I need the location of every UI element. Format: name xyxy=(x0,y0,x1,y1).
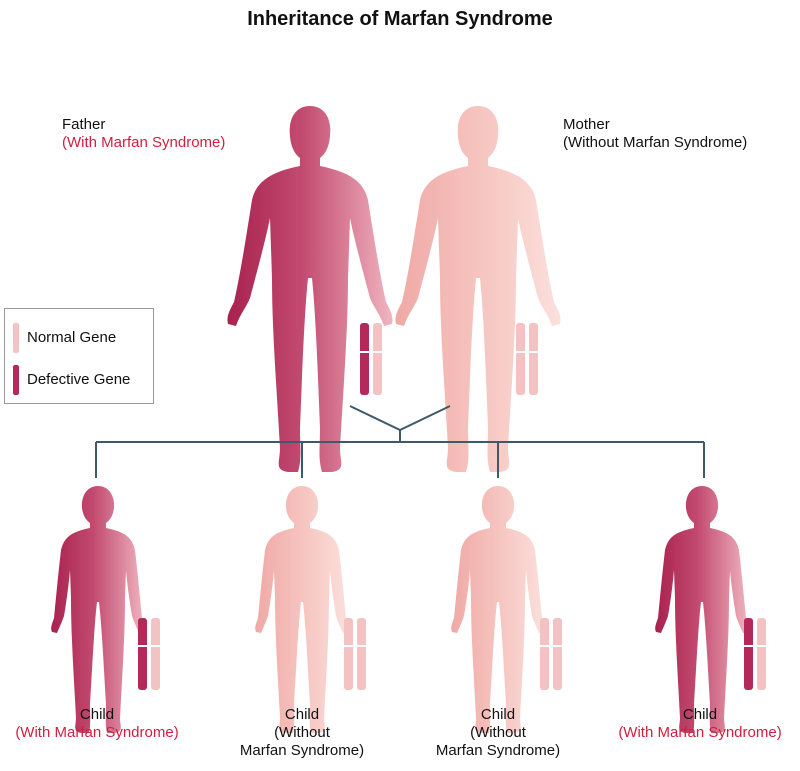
child-2-status-line2: Marfan Syndrome) xyxy=(239,742,365,759)
child-1-name: Child xyxy=(79,706,115,723)
mother-status: (Without Marfan Syndrome) xyxy=(563,134,748,151)
child-2-chromosomes xyxy=(344,618,366,690)
father-label: Father (With Marfan Syndrome) xyxy=(62,116,225,152)
child-4-status: (With Marfan Syndrome) xyxy=(618,724,782,741)
child-3-status-line2: Marfan Syndrome) xyxy=(435,742,561,759)
mother-name: Mother xyxy=(563,116,610,133)
child-4-chromosomes xyxy=(744,618,766,690)
child-2-status-line1: (Without xyxy=(274,724,330,741)
child-1-figure xyxy=(51,486,145,733)
child-3-figure xyxy=(451,486,545,733)
father-figure xyxy=(227,106,393,472)
child-3-label: Child (Without Marfan Syndrome) xyxy=(396,706,600,760)
child-4-name: Child xyxy=(682,706,718,723)
father-chromosomes xyxy=(360,323,382,395)
normal-gene-swatch xyxy=(13,323,19,353)
mother-figure xyxy=(395,106,561,472)
mother-chromosomes xyxy=(516,323,538,395)
inheritance-connector xyxy=(95,405,705,478)
normal-gene-label: Normal Gene xyxy=(27,329,117,346)
child-3-chromosomes xyxy=(540,618,562,690)
father-status: (With Marfan Syndrome) xyxy=(62,134,226,151)
defective-gene-label: Defective Gene xyxy=(27,371,131,388)
child-2-label: Child (Without Marfan Syndrome) xyxy=(200,706,404,760)
child-3-status-line1: (Without xyxy=(470,724,526,741)
child-4-figure xyxy=(655,486,749,733)
diagram-title: Inheritance of Marfan Syndrome xyxy=(247,8,553,30)
child-2-figure xyxy=(255,486,349,733)
child-2-name: Child xyxy=(284,706,320,723)
gene-legend: Normal Gene Defective Gene xyxy=(4,308,154,404)
child-1-label: Child (With Marfan Syndrome) xyxy=(0,706,199,742)
mother-label: Mother (Without Marfan Syndrome) xyxy=(563,116,747,152)
child-4-label: Child (With Marfan Syndrome) xyxy=(598,706,800,742)
child-3-name: Child xyxy=(480,706,516,723)
defective-gene-swatch xyxy=(13,365,19,395)
father-name: Father xyxy=(62,116,106,133)
child-1-chromosomes xyxy=(138,618,160,690)
child-1-status: (With Marfan Syndrome) xyxy=(15,724,179,741)
